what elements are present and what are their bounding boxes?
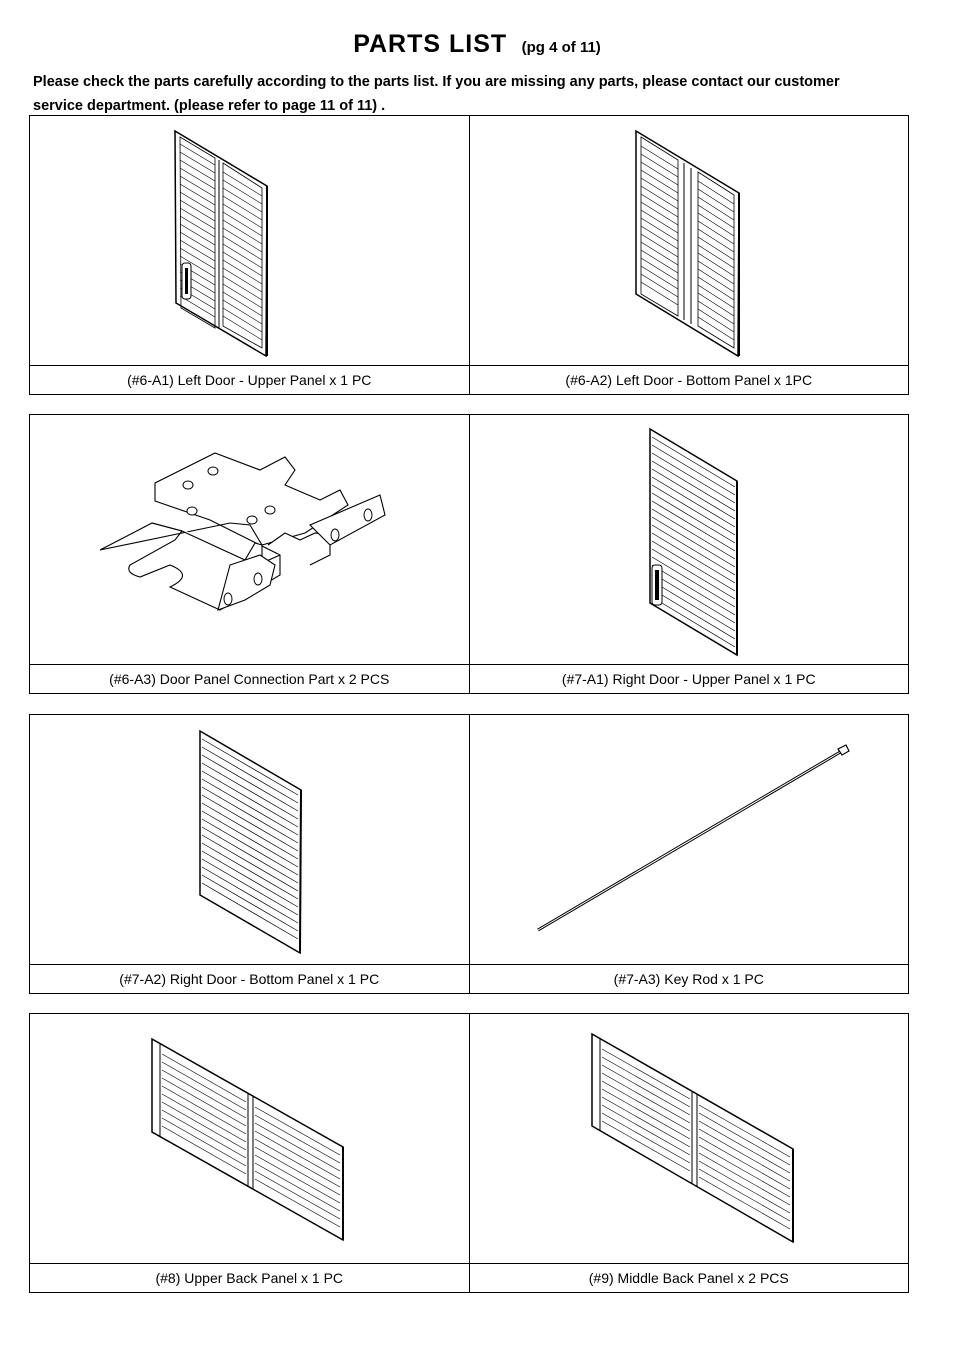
connection-bracket-drawing — [99, 452, 386, 611]
part-caption-7-a3: (#7-A3) Key Rod x 1 PC — [468, 965, 909, 993]
part-image-6-a2 — [468, 116, 909, 365]
instructions-line-1: Please check the parts carefully accordi… — [33, 74, 840, 90]
parts-row-2: (#6-A3) Door Panel Connection Part x 2 P… — [29, 414, 909, 694]
part-caption-9: (#9) Middle Back Panel x 2 PCS — [468, 1264, 909, 1292]
parts-row-3: (#7-A2) Right Door - Bottom Panel x 1 PC… — [29, 714, 909, 994]
part-caption-7-a2: (#7-A2) Right Door - Bottom Panel x 1 PC — [119, 971, 380, 987]
parts-row-1: (#6-A1) Left Door - Upper Panel x 1 PC (… — [29, 115, 909, 395]
page-header: PARTS LIST (pg 4 of 11) — [0, 30, 954, 59]
instructions-line-2: service department. (please refer to pag… — [33, 98, 386, 114]
part-caption-6-a2: (#6-A2) Left Door - Bottom Panel x 1PC — [468, 366, 909, 394]
page-title: PARTS LIST — [353, 30, 508, 58]
middle-back-panel-drawing — [590, 1032, 794, 1244]
parts-row-4: (#8) Upper Back Panel x 1 PC (#9) Middle… — [29, 1013, 909, 1293]
left-door-bottom-panel-drawing — [634, 129, 740, 358]
part-image-7-a2 — [30, 715, 469, 964]
page-number: (pg 4 of 11) — [521, 39, 601, 56]
part-caption-7-a1: (#7-A1) Right Door - Upper Panel x 1 PC — [468, 665, 909, 693]
part-caption-8: (#8) Upper Back Panel x 1 PC — [155, 1270, 344, 1286]
part-image-6-a1 — [30, 116, 469, 365]
part-image-6-a3 — [30, 415, 469, 664]
part-image-9 — [468, 1014, 909, 1263]
part-image-7-a3 — [468, 715, 909, 964]
part-caption-6-a3: (#6-A3) Door Panel Connection Part x 2 P… — [109, 671, 390, 687]
instructions: Please check the parts carefully accordi… — [33, 70, 913, 118]
part-caption-6-a1: (#6-A1) Left Door - Upper Panel x 1 PC — [127, 372, 372, 388]
key-rod-drawing — [536, 744, 850, 932]
left-door-upper-panel-drawing — [174, 129, 268, 358]
part-image-7-a1 — [468, 415, 909, 664]
part-image-8 — [30, 1014, 469, 1263]
right-door-bottom-panel-drawing — [199, 729, 302, 955]
upper-back-panel-drawing — [151, 1037, 344, 1242]
right-door-upper-panel-drawing — [648, 427, 738, 657]
